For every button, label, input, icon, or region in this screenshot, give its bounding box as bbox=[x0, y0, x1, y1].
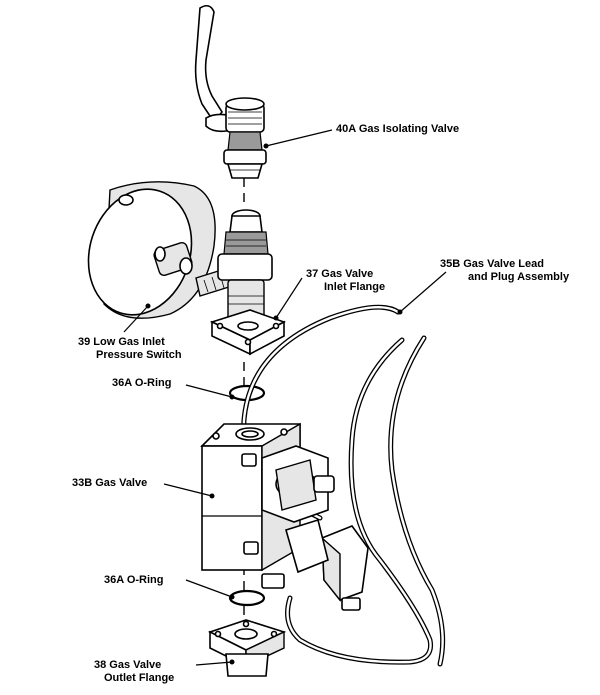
label-pressure-switch-line2: Pressure Switch bbox=[96, 349, 182, 361]
label-gas-valve-lead: 35B Gas Valve Lead and Plug Assembly bbox=[440, 258, 569, 284]
leader-lines bbox=[123, 129, 447, 666]
label-outlet-flange: 38 Gas Valve Outlet Flange bbox=[94, 659, 174, 685]
label-gas-valve-lead-line1: 35B Gas Valve Lead bbox=[440, 258, 544, 270]
label-pressure-switch: 39 Low Gas Inlet Pressure Switch bbox=[78, 336, 182, 362]
gas-isolating-valve bbox=[194, 4, 269, 179]
label-inlet-flange-line1: 37 Gas Valve bbox=[306, 268, 374, 280]
label-gas-valve-lead-line2: and Plug Assembly bbox=[468, 271, 570, 283]
low-gas-inlet-pressure-switch bbox=[87, 181, 233, 319]
label-outlet-flange-line1: 38 Gas Valve bbox=[94, 659, 162, 671]
gas-valve-body bbox=[200, 422, 335, 589]
label-gas-isolating-valve: 40A Gas Isolating Valve bbox=[336, 123, 460, 135]
o-ring-lower bbox=[228, 589, 266, 607]
label-inlet-flange: 37 Gas Valve Inlet Flange bbox=[306, 268, 385, 294]
label-o-ring-upper: 36A O-Ring bbox=[112, 377, 172, 389]
label-o-ring-lower: 36A O-Ring bbox=[104, 574, 164, 586]
gas-valve-inlet-flange bbox=[209, 209, 286, 356]
label-pressure-switch-line1: 39 Low Gas Inlet bbox=[78, 336, 165, 348]
gas-valve-outlet-flange bbox=[207, 619, 287, 677]
label-gas-valve: 33B Gas Valve bbox=[72, 477, 148, 489]
label-outlet-flange-line2: Outlet Flange bbox=[104, 672, 175, 684]
label-inlet-flange-line2: Inlet Flange bbox=[324, 281, 386, 293]
